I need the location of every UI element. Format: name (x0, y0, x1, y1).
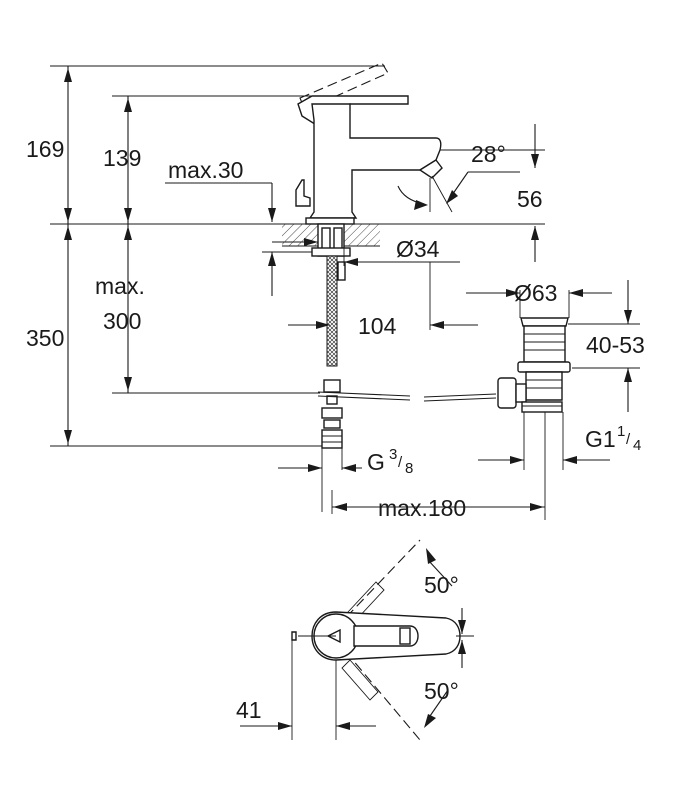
dim-lever-angle-front (424, 640, 466, 728)
dim-supply-thread (278, 446, 362, 512)
label-lever-angle-back: 50° (424, 572, 459, 598)
label-waste-thread-slash: / (626, 431, 631, 448)
label-supply-thread: G 3 / 8 (367, 446, 413, 477)
label-spout-projection: 56 (517, 186, 543, 212)
label-waste-thread-numerator: 1 (617, 423, 625, 440)
faucet-base (305, 217, 355, 225)
label-spout-height: 139 (103, 145, 141, 171)
dim-lever-offset (240, 640, 376, 740)
popup-rod (295, 179, 311, 207)
label-waste-thread: G1 1 / 4 (585, 423, 641, 454)
label-max-reach: max.180 (378, 495, 466, 521)
dim-below-deck (124, 224, 132, 393)
label-hole-diameter: Ø34 (396, 236, 440, 262)
label-lever-angle-front: 50° (424, 678, 459, 704)
label-waste-thread-denominator: 4 (633, 437, 641, 454)
dim-waste-thread (478, 456, 610, 464)
dimension-labels: 169 139 max.30 28° 56 Ø34 max. 300 350 1… (26, 136, 645, 723)
top-view (240, 539, 474, 741)
flexible-hose (321, 255, 346, 449)
label-supply-thread-main: G (367, 449, 385, 475)
faucet-body (295, 62, 443, 225)
label-supply-thread-numerator: 3 (389, 446, 397, 463)
label-total-height: 169 (26, 136, 64, 162)
label-below-deck-value: 300 (103, 308, 141, 334)
popup-linkage (317, 391, 497, 402)
label-supply-thread-slash: / (398, 454, 403, 471)
dim-hole-diameter (272, 238, 460, 266)
waste-assembly (497, 317, 571, 520)
dim-basin-thickness (568, 280, 640, 412)
label-supply-thread-denominator: 8 (405, 460, 413, 477)
faucet-column (308, 103, 442, 219)
label-below-deck-max: max. (95, 273, 145, 299)
mounting-shank (311, 223, 351, 257)
dim-lever-angle-back (426, 548, 474, 637)
deck-section (282, 224, 380, 247)
dim-supply-offset (288, 262, 478, 330)
side-elevation (50, 62, 640, 520)
label-supply-offset: 104 (358, 313, 397, 339)
label-lever-offset: 41 (236, 697, 262, 723)
label-supply-length: 350 (26, 325, 64, 351)
label-spout-angle: 28° (471, 141, 506, 167)
label-waste-diameter: Ø63 (514, 280, 557, 306)
label-deck-thickness: max.30 (168, 157, 243, 183)
dim-spout-height (124, 96, 132, 224)
dim-total-height (64, 66, 72, 224)
dim-waste-diameter (466, 289, 612, 318)
label-waste-thread-main: G1 (585, 426, 616, 452)
label-basin-thickness: 40-53 (586, 332, 645, 358)
dim-max-reach (331, 490, 545, 514)
dim-spout-projection (440, 124, 545, 262)
dim-spout-angle (397, 171, 520, 213)
dim-supply-length (64, 224, 72, 446)
spout-aerator (418, 159, 443, 179)
